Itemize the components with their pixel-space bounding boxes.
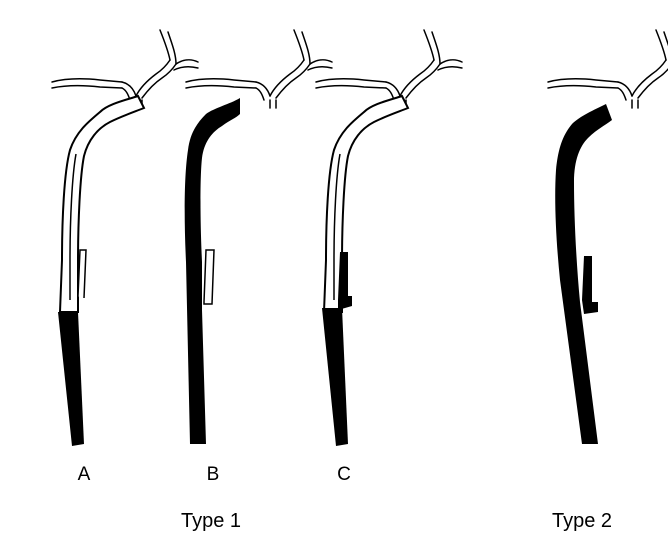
- vessel-type2-filled-trunk: [555, 104, 612, 444]
- vessel-a-top-branches: [51, 29, 199, 109]
- vessel-type2-top-branches: [547, 29, 668, 109]
- vessel-type2-filled-stub: [582, 256, 598, 314]
- vessel-a-upper-trunk: [58, 94, 146, 313]
- vessel-c-filled-segment: [322, 308, 348, 446]
- vessel-b: [184, 29, 333, 444]
- vessel-b-filled-trunk: [184, 98, 240, 444]
- vessel-a-filled-segment: [58, 312, 84, 446]
- vessel-a: [51, 29, 199, 446]
- vessel-type2: [547, 29, 668, 444]
- vessel-a-side-branch: [77, 249, 87, 299]
- group-type-1-label: Type 1: [181, 510, 241, 532]
- vessel-c-upper-trunk: [322, 94, 410, 313]
- vessel-c-label: C: [337, 464, 351, 485]
- vessel-c-top-branches: [315, 29, 463, 109]
- vessel-b-top-branches: [185, 29, 333, 109]
- vessel-c: [315, 29, 463, 446]
- vessel-b-side-branch: [203, 249, 215, 305]
- vessel-b-label: B: [207, 464, 220, 485]
- vessel-a-label: A: [78, 464, 91, 485]
- vessel-c-filled-stub: [338, 252, 352, 310]
- group-type-2-label: Type 2: [552, 510, 612, 532]
